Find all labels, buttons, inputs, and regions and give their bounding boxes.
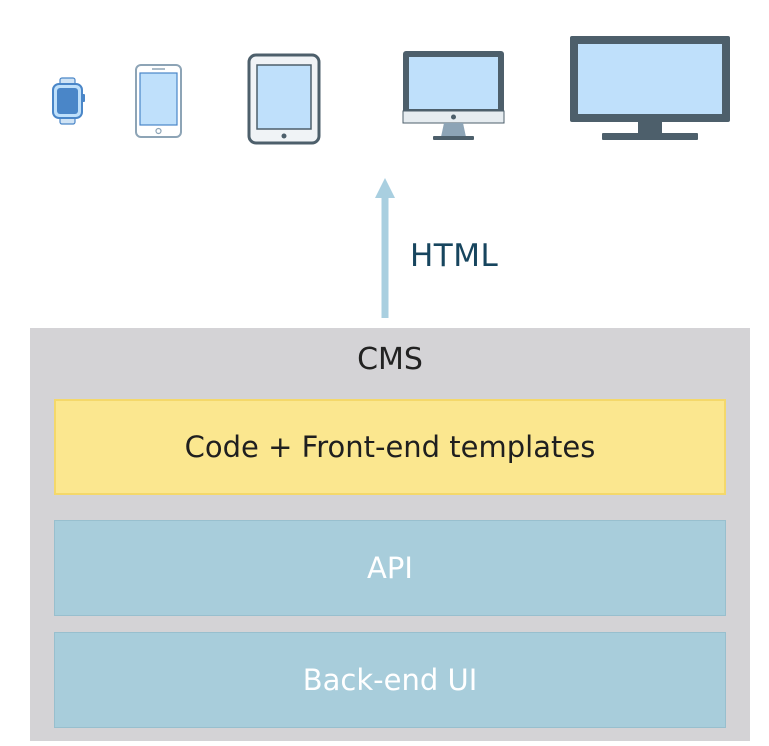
html-arrow [375,178,395,318]
arrow-head [375,178,395,198]
layer-backend-ui: Back-end UI [54,632,726,728]
desktop-icon [402,51,505,140]
cms-title: CMS [357,342,423,377]
smartwatch-icon [52,77,85,125]
layer-api: API [54,520,726,616]
layer-code-label: Code + Front-end templates [184,430,596,464]
layer-api-label: API [367,551,413,585]
cms-container: CMS Code + Front-end templates API Back-… [30,328,750,741]
devices-row [52,36,730,145]
layer-code-templates: Code + Front-end templates [54,399,726,495]
smartphone-icon [135,64,182,138]
layer-backend-label: Back-end UI [302,663,478,697]
tablet-icon [247,53,321,145]
tv-icon [570,36,730,140]
arrow-label: HTML [410,238,499,274]
